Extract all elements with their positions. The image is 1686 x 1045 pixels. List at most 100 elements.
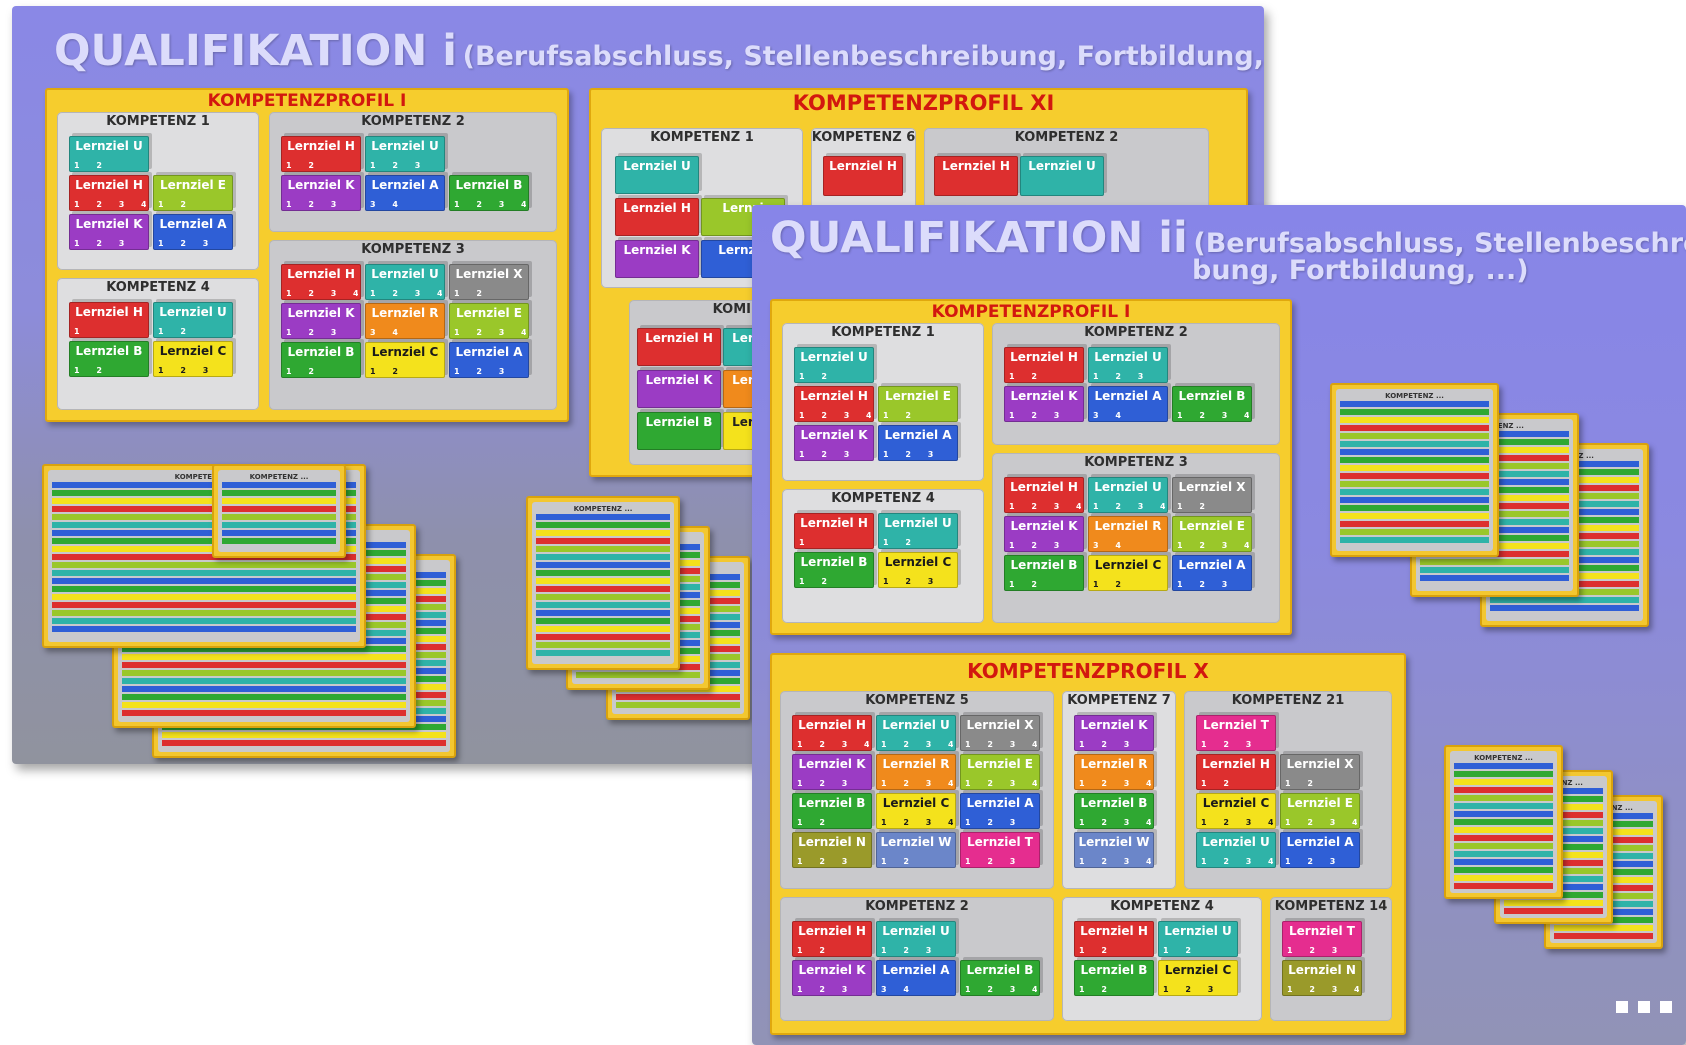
thumbnail-lernziel-row xyxy=(536,522,670,528)
thumbnail-lernziel-row xyxy=(616,694,740,700)
kompetenz-title: KOMPETENZ 4 xyxy=(106,280,210,295)
lernziel-levels: 1 2 xyxy=(454,289,489,298)
lernziel-label: Lernziel B xyxy=(1080,796,1148,810)
thumbnail-lernziel-row xyxy=(536,570,670,576)
lernziel-label: Lernziel H xyxy=(645,331,713,345)
thumbnail-lernziel-row xyxy=(52,602,356,608)
lernziel-label: Lernziel E xyxy=(1179,519,1245,533)
lernziel-levels: 1 2 xyxy=(797,818,832,827)
thumbnail-lernziel-row xyxy=(122,686,406,692)
lernziel-label: Lernziel K xyxy=(287,306,355,320)
lernziel-label: Lernziel E xyxy=(967,757,1033,771)
thumbnail-lernziel-row xyxy=(52,490,356,496)
qualifikation-i-subtitle: (Berufsabschluss, Stellenbeschreibung, F… xyxy=(462,41,1264,72)
lernziel-label: Lernziel X xyxy=(966,718,1034,732)
lernziel-label: Lernziel X xyxy=(1178,480,1246,494)
lernziel-label: Lernziel H xyxy=(798,718,866,732)
lernziel-label: Lernziel E xyxy=(456,306,522,320)
thumbnail-lernziel-row xyxy=(1454,851,1553,857)
lernziel-label: Ler xyxy=(732,415,754,429)
qualifikation-ii-subtitle-line2: bung, Fortbildung, ...) xyxy=(1192,255,1529,286)
lernziel-label: Lernziel T xyxy=(1289,924,1355,938)
thumbnail-lernziel-row xyxy=(576,672,700,678)
thumbnail-lernziel-row xyxy=(52,626,356,632)
lernziel-label: Lernziel B xyxy=(800,555,868,569)
lernziel-label: Lernziel B xyxy=(1080,963,1148,977)
kompetenzprofil-title: KOMPETENZPROFIL I xyxy=(207,91,407,111)
thumbnail-profile: KOMPETENZ ... xyxy=(1444,745,1563,899)
kompetenz-title: KOMPETENZ 2 xyxy=(361,114,465,129)
lernziel-levels: 1 2 3 xyxy=(454,367,512,376)
lernziel-levels: 1 2 3 xyxy=(1285,857,1343,866)
lernziel-label: Lernziel U xyxy=(1164,924,1232,938)
qualifikation-ii-panel: QUALIFIKATION ii (Berufsabschluss, Stell… xyxy=(752,205,1686,1045)
lernziel-label: Lernziel X xyxy=(1286,757,1354,771)
thumbnail-lernziel-row xyxy=(122,678,406,684)
thumbnail-lernziel-row xyxy=(1454,763,1553,769)
lernziel-block: Lernziel U xyxy=(1020,156,1104,196)
thumbnail-lernziel-row xyxy=(536,610,670,616)
qualifikation-i-heading: QUALIFIKATION i xyxy=(54,26,458,76)
lernziel-label: Lernziel H xyxy=(1202,757,1270,771)
thumbnail-lernziel-row xyxy=(52,506,356,512)
kompetenz-title: KOMI xyxy=(712,302,751,317)
lernziel-levels: 1 2 xyxy=(1079,946,1114,955)
kompetenz-title: KOMPETENZ 7 xyxy=(1067,693,1171,708)
thumbnail-lernziel-row xyxy=(1340,537,1489,543)
lernziel-levels: 1 2 3 xyxy=(158,366,216,375)
lernziel-label: Lernziel R xyxy=(1080,757,1148,771)
kompetenzprofil-title: KOMPETENZPROFIL X xyxy=(967,659,1209,683)
thumbnail-lernziel-row xyxy=(536,530,670,536)
lernziel-levels: 3 4 xyxy=(1093,541,1128,550)
lernziel-levels: 1 2 xyxy=(1163,946,1198,955)
thumbnail-lernziel-row xyxy=(536,594,670,600)
thumbnail-lernziel-row xyxy=(536,538,670,544)
lernziel-levels: 1 2 xyxy=(158,200,193,209)
lernziel-levels: 1 2 3 xyxy=(965,818,1023,827)
thumbnail-lernziel-row xyxy=(1454,771,1553,777)
lernziel-label: Lernziel C xyxy=(371,345,439,359)
lernziel-label: Lernziel W xyxy=(1078,835,1150,849)
lernziel-label: Lernziel N xyxy=(798,835,866,849)
lernziel-label: Lernziel E xyxy=(885,389,951,403)
lernziel-label: Lernziel K xyxy=(798,757,866,771)
lernziel-levels: 1 2 xyxy=(1285,779,1320,788)
lernziel-levels: 1 2 xyxy=(799,372,834,381)
lernziel-label: Lernziel H xyxy=(1010,350,1078,364)
thumbnail-lernziel-row xyxy=(122,702,406,708)
lernziel-levels: 1 2 3 xyxy=(370,161,428,170)
kompetenz-title: KOMPETENZ 3 xyxy=(361,242,465,257)
thumbnail-lernziel-row xyxy=(616,702,740,708)
lernziel-label: Lernziel U xyxy=(882,718,950,732)
lernziel-levels: 3 4 xyxy=(370,328,405,337)
lernziel-block: Lernziel B xyxy=(637,412,721,450)
lernziel-label: Lernziel H xyxy=(942,159,1010,173)
thumbnail-lernziel-row xyxy=(1490,597,1639,603)
lernziel-levels: 1 2 3 xyxy=(797,857,855,866)
lernziel-levels: 1 2 xyxy=(1079,985,1114,994)
lernziel-block: Lernziel H xyxy=(637,328,721,366)
lernziel-levels: 1 2 3 xyxy=(797,779,855,788)
lernziel-levels: 1 2 xyxy=(286,367,321,376)
